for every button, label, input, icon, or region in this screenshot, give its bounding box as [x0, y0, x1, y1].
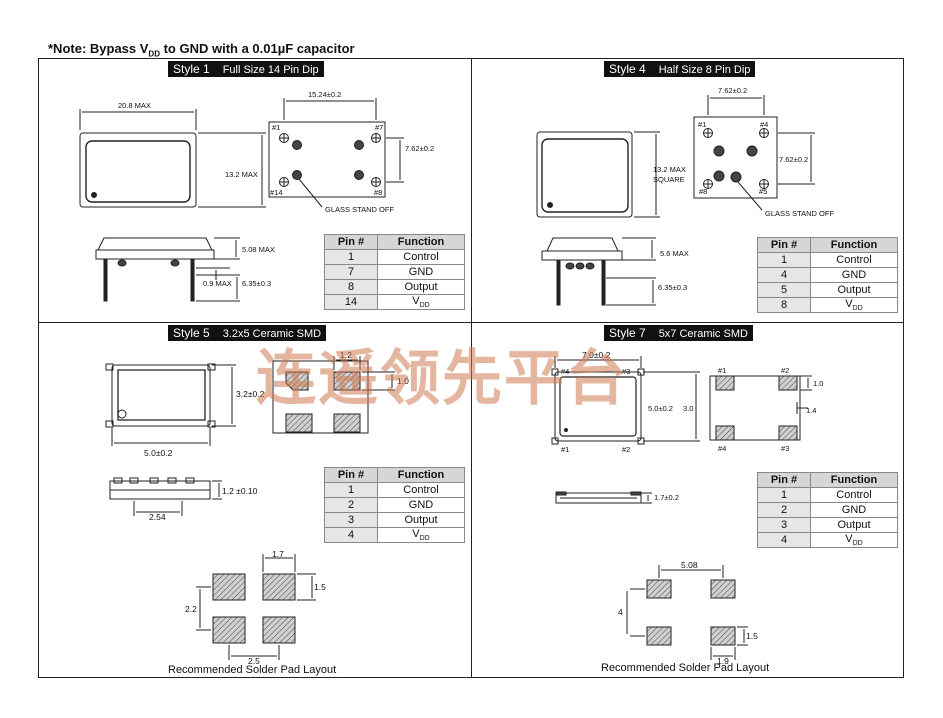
s1-dim-pitch: 15.24±0.2	[308, 90, 341, 99]
s5-pad-w: 1.2	[340, 350, 352, 360]
s4-square2: SQUARE	[653, 175, 685, 184]
s7-thick: 1.7±0.2	[654, 493, 679, 502]
s1-dim-width: 20.8 MAX	[118, 101, 151, 110]
s4-pin-l: 6.35±0.3	[658, 283, 687, 292]
style5-side-view	[109, 477, 222, 516]
s1-dim-row: 7.62±0.2	[405, 144, 434, 153]
s4-dim-side: 7.62±0.2	[779, 155, 808, 164]
style1-top-view	[79, 109, 266, 208]
s7-l3: 1.5	[746, 631, 758, 641]
s5-dim-w: 5.0±0.2	[144, 448, 173, 458]
s7-l4: 1.9	[717, 656, 729, 666]
s1-pin14: #14	[270, 188, 283, 197]
style4-side-view	[541, 237, 656, 306]
s7-l2: 4	[618, 607, 623, 617]
watermark: 连遥领先平台	[256, 344, 628, 414]
s5-pitch: 2.54	[149, 512, 166, 522]
s5-l2: 1.5	[314, 582, 326, 592]
vertical-divider	[471, 58, 472, 678]
horizontal-divider	[38, 322, 904, 323]
s5-thick: 1.2 ±0.10	[222, 486, 258, 496]
s1-pin-l: 6.35±0.3	[242, 279, 271, 288]
s1-glass: GLASS STAND OFF	[325, 205, 394, 214]
s7-pad-p4: #4	[718, 444, 726, 453]
s4-pin1: #1	[698, 120, 706, 129]
style4-top-view	[536, 131, 660, 218]
style5-pad-view	[272, 356, 395, 434]
style7-side-view	[555, 491, 652, 504]
s7-pad-p3: #3	[781, 444, 789, 453]
s4-glass: GLASS STAND OFF	[765, 209, 834, 218]
style1-pin-view	[268, 98, 404, 208]
s4-pin4: #4	[760, 120, 768, 129]
s7-dim-h2: 3.0	[683, 404, 693, 413]
s7-pad-p1: #1	[718, 366, 726, 375]
style1-side-view	[95, 237, 240, 302]
style5-top-view	[105, 363, 236, 446]
s5-l3: 2.2	[185, 604, 197, 614]
s5-dim-h: 3.2±0.2	[236, 389, 265, 399]
style7-caption: Recommended Solder Pad Layout	[601, 662, 770, 674]
s1-dim-height: 13.2 MAX	[225, 170, 258, 179]
s7-pin3: #3	[622, 367, 630, 376]
style7-top-view	[551, 356, 700, 445]
s7-pin4: #4	[561, 367, 569, 376]
s4-pin8: #8	[699, 187, 707, 196]
style5-solder-pad-layout	[196, 554, 316, 660]
s1-pin1: #1	[272, 123, 280, 132]
s7-pad-g: 1.4	[806, 406, 816, 415]
s7-l1: 5.08	[681, 560, 698, 570]
s1-pin7: #7	[375, 123, 383, 132]
s1-pin8: #8	[374, 188, 382, 197]
s5-l1: 1.7	[272, 549, 284, 559]
s4-square1: 13.2 MAX	[653, 165, 686, 174]
s4-dim-top: 7.62±0.2	[718, 86, 747, 95]
bypass-note: *Note: Bypass VDD to GND with a 0.01µF c…	[48, 41, 355, 59]
style5-caption: Recommended Solder Pad Layout	[168, 664, 337, 676]
s4-seat: 5.6 MAX	[660, 249, 689, 258]
s1-seat: 5.08 MAX	[242, 245, 275, 254]
s7-pin1: #1	[561, 445, 569, 454]
style7-pad-view	[709, 375, 812, 441]
s7-pin2: #2	[622, 445, 630, 454]
s7-pad-p2: #2	[781, 366, 789, 375]
s1-pin-w: 0.9 MAX	[203, 279, 232, 288]
s7-pad-h: 1.0	[813, 379, 823, 388]
style4-pin-view	[693, 95, 815, 211]
style7-solder-pad-layout	[626, 565, 748, 660]
s5-l4: 2.5	[248, 656, 260, 666]
s7-dim-h: 5.0±0.2	[648, 404, 673, 413]
s5-pad-h: 1.0	[397, 376, 409, 386]
s4-pin5: #5	[759, 187, 767, 196]
s7-dim-w: 7.0±0.2	[582, 350, 611, 360]
